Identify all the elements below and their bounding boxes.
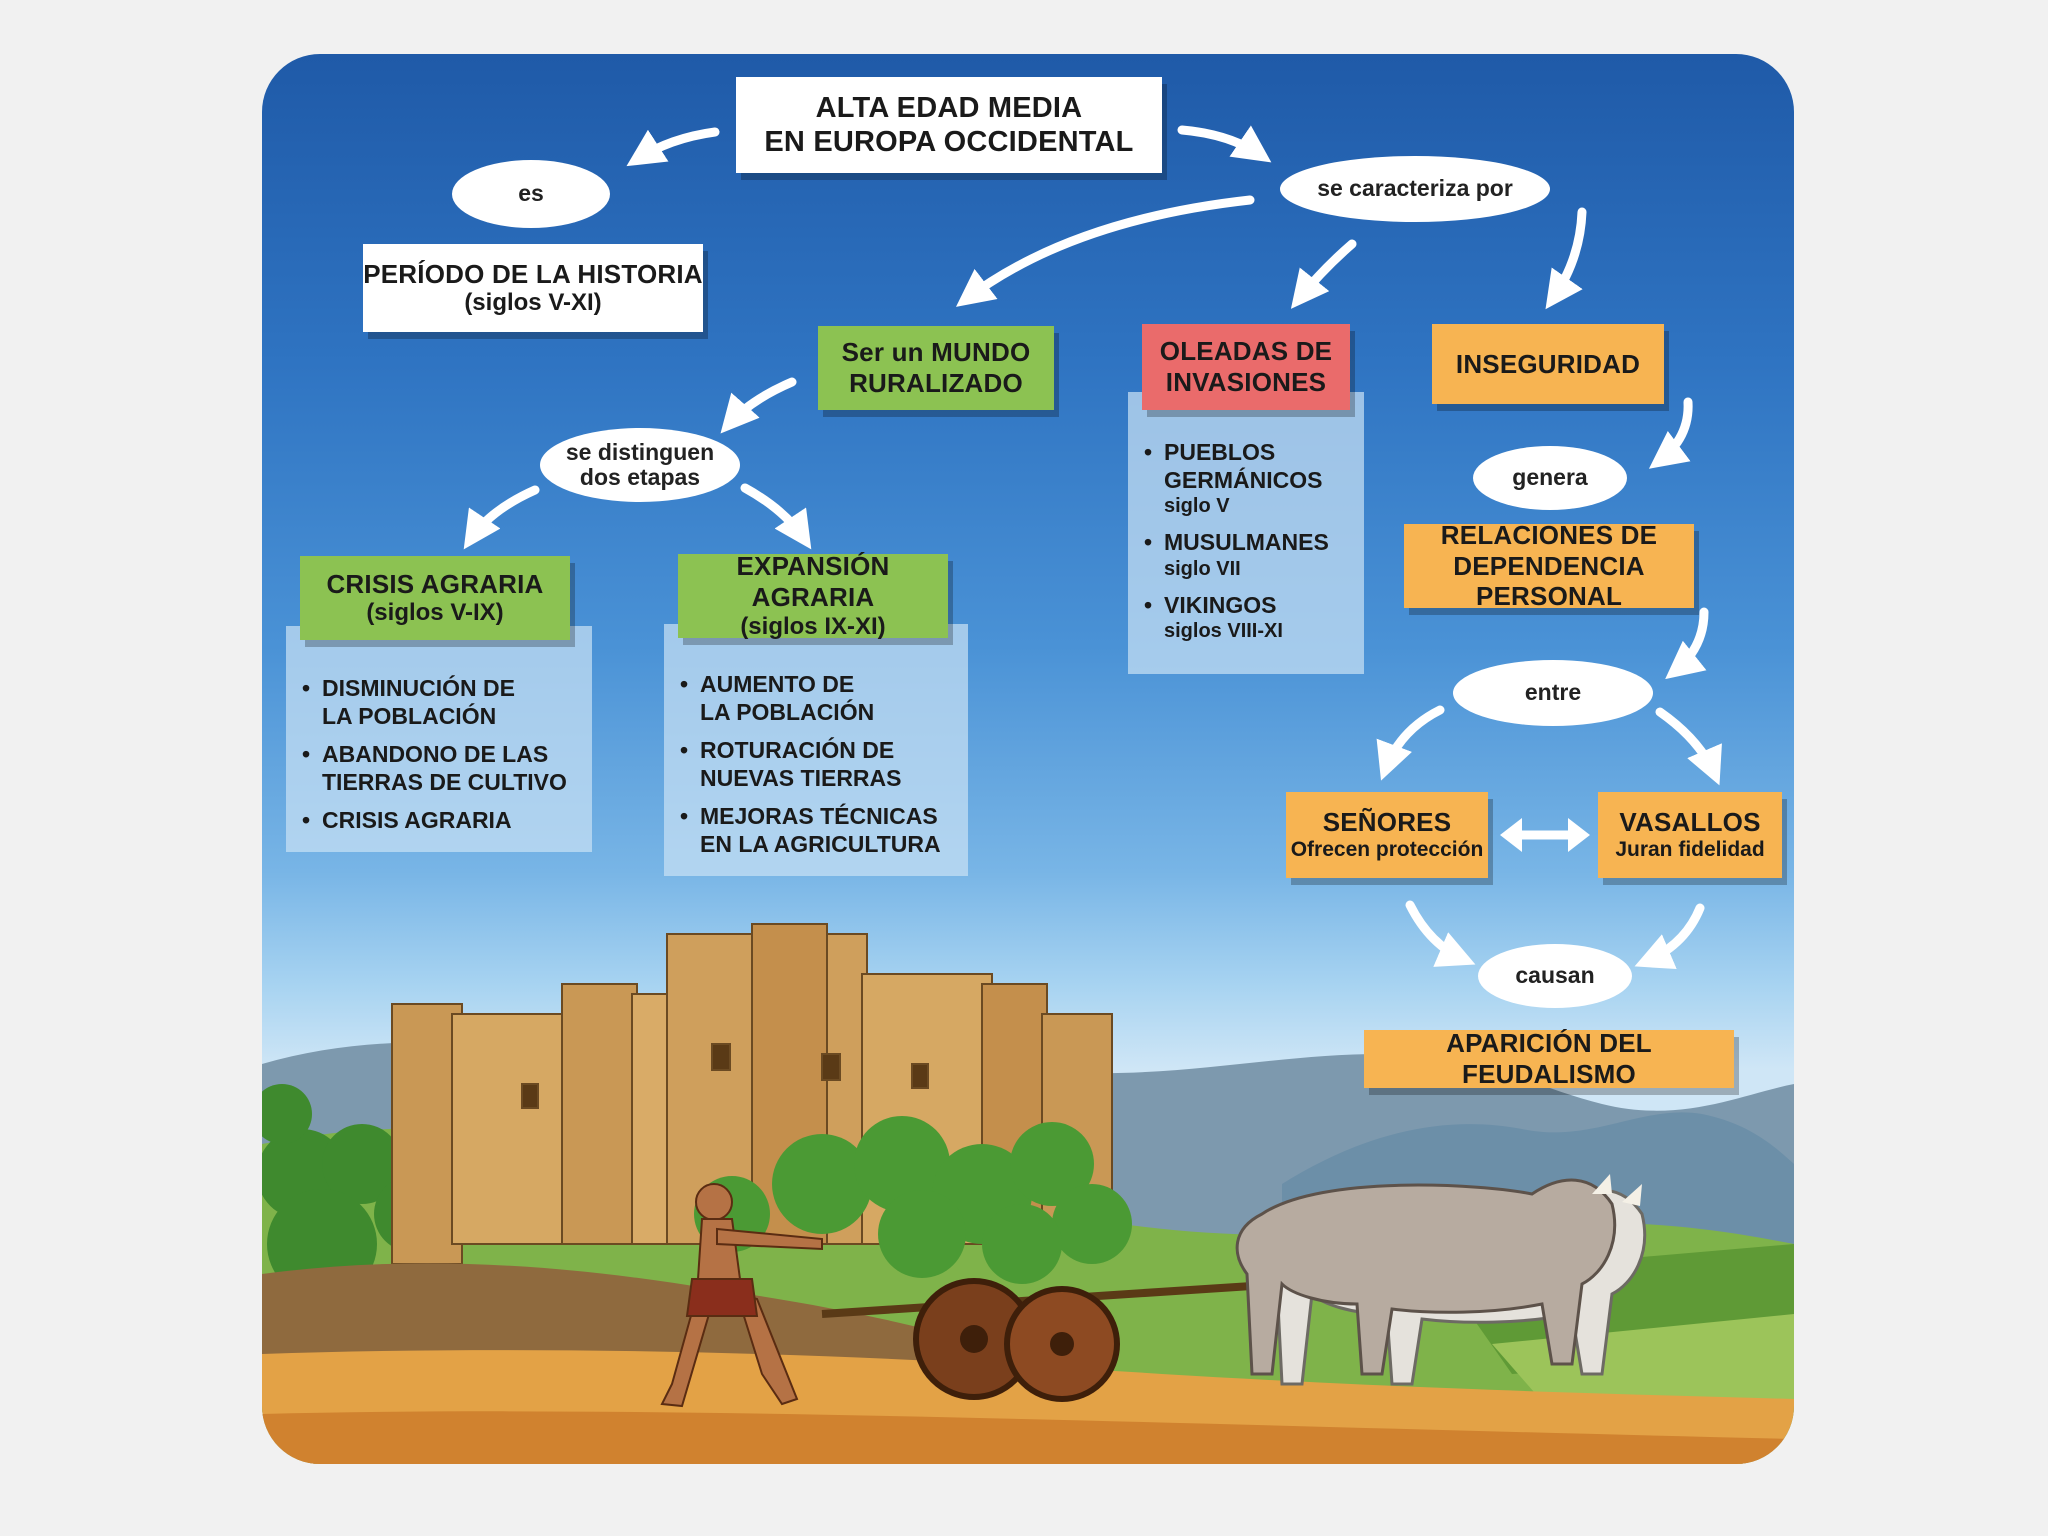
connector-genera: genera <box>1473 446 1627 510</box>
senores-line1: SEÑORES <box>1323 807 1452 838</box>
arrow-entre-to-vasallos <box>1660 712 1715 775</box>
inseguridad-box: INSEGURIDAD <box>1432 324 1664 404</box>
arrow-caracteriza-to-inseguridad <box>1552 212 1582 300</box>
mundo-ruralizado-box: Ser un MUNDO RURALIZADO <box>818 326 1054 410</box>
relaciones-box: RELACIONES DE DEPENDENCIA PERSONAL <box>1404 524 1694 608</box>
periodo-line1: PERÍODO DE LA HISTORIA <box>363 259 703 290</box>
expansion-list: AUMENTO DE LA POBLACIÓN ROTURACIÓN DE NU… <box>664 624 968 876</box>
crisis-item: CRISIS AGRARIA <box>300 806 582 834</box>
connector-causan-label: causan <box>1515 963 1594 988</box>
arrow-mundo-to-distinguen <box>728 382 792 425</box>
connector-es: es <box>452 160 610 228</box>
relaciones-line2: DEPENDENCIA PERSONAL <box>1404 551 1694 612</box>
feudalismo-label: APARICIÓN DEL FEUDALISMO <box>1364 1028 1734 1089</box>
connector-entre-label: entre <box>1525 680 1581 705</box>
oleadas-line1: OLEADAS DE <box>1160 336 1332 367</box>
crisis-agraria-box: CRISIS AGRARIA (siglos V-IX) <box>300 556 570 640</box>
oleadas-item: VIKINGOS siglos VIII-XI <box>1142 591 1354 643</box>
oleadas-item-sub: siglo VII <box>1164 557 1354 581</box>
crisis-line1: CRISIS AGRARIA <box>326 569 543 600</box>
expansion-item-line1: ROTURACIÓN DE <box>700 737 894 763</box>
connector-entre: entre <box>1453 660 1653 726</box>
senores-box: SEÑORES Ofrecen protección <box>1286 792 1488 878</box>
mundo-line2: RURALIZADO <box>849 368 1023 399</box>
oleadas-item-sub: siglo V <box>1164 494 1354 518</box>
oleadas-list: PUEBLOS GERMÁNICOS siglo V MUSULMANES si… <box>1128 392 1364 674</box>
expansion-item: ROTURACIÓN DE NUEVAS TIERRAS <box>678 736 958 792</box>
arrow-relaciones-to-entre <box>1674 612 1704 672</box>
crisis-item: ABANDONO DE LAS TIERRAS DE CULTIVO <box>300 740 582 796</box>
expansion-item-line2: NUEVAS TIERRAS <box>700 765 902 791</box>
arrow-title-to-es <box>636 132 715 160</box>
expansion-line2: (siglos IX-XI) <box>740 613 885 641</box>
oleadas-item-line1: MUSULMANES <box>1164 529 1329 555</box>
arrow-senores-to-causan <box>1410 905 1465 960</box>
oleadas-item-line1: VIKINGOS <box>1164 592 1276 618</box>
vasallos-box: VASALLOS Juran fidelidad <box>1598 792 1782 878</box>
periodo-box: PERÍODO DE LA HISTORIA (siglos V-XI) <box>363 244 703 332</box>
oleadas-item-line2: GERMÁNICOS <box>1164 467 1322 493</box>
arrow-caracteriza-to-oleadas <box>1298 244 1352 300</box>
periodo-line2: (siglos V-XI) <box>464 289 601 317</box>
connector-se-caracteriza-por: se caracteriza por <box>1280 156 1550 222</box>
inseguridad-label: INSEGURIDAD <box>1456 349 1640 380</box>
connector-distinguen-line2: dos etapas <box>580 465 700 490</box>
arrow-distinguen-to-expansion <box>745 488 805 540</box>
connector-genera-label: genera <box>1512 465 1587 490</box>
main-title-line2: EN EUROPA OCCIDENTAL <box>764 125 1133 159</box>
main-title-box: ALTA EDAD MEDIA EN EUROPA OCCIDENTAL <box>736 77 1162 173</box>
crisis-item: DISMINUCIÓN DE LA POBLACIÓN <box>300 674 582 730</box>
double-arrow-senores-vasallos <box>1500 818 1590 852</box>
senores-line2: Ofrecen protección <box>1291 838 1484 863</box>
feudalismo-box: APARICIÓN DEL FEUDALISMO <box>1364 1030 1734 1088</box>
expansion-item: MEJORAS TÉCNICAS EN LA AGRICULTURA <box>678 802 958 858</box>
vasallos-line1: VASALLOS <box>1619 807 1760 838</box>
connector-caracteriza-label: se caracteriza por <box>1317 176 1513 201</box>
oleadas-box: OLEADAS DE INVASIONES <box>1142 324 1350 410</box>
crisis-item-line2: TIERRAS DE CULTIVO <box>322 769 567 795</box>
expansion-item-line2: LA POBLACIÓN <box>700 699 874 725</box>
relaciones-line1: RELACIONES DE <box>1441 520 1657 551</box>
mundo-line1: Ser un MUNDO <box>842 337 1031 368</box>
expansion-line1: EXPANSIÓN AGRARIA <box>678 551 948 612</box>
oleadas-line2: INVASIONES <box>1166 367 1326 398</box>
crisis-line2: (siglos V-IX) <box>366 599 503 627</box>
oleadas-item-sub: siglos VIII-XI <box>1164 619 1354 643</box>
connector-es-label: es <box>518 181 544 206</box>
arrow-inseguridad-to-genera <box>1658 402 1688 462</box>
expansion-item-line1: AUMENTO DE <box>700 671 854 697</box>
arrow-vasallos-to-causan <box>1645 908 1700 962</box>
crisis-item-line1: ABANDONO DE LAS <box>322 741 548 767</box>
expansion-agraria-box: EXPANSIÓN AGRARIA (siglos IX-XI) <box>678 554 948 638</box>
oleadas-item: PUEBLOS GERMÁNICOS siglo V <box>1142 438 1354 518</box>
connector-distinguen-line1: se distinguen <box>566 440 714 465</box>
connector-se-distinguen: se distinguen dos etapas <box>540 428 740 502</box>
arrow-distinguen-to-crisis <box>470 490 535 540</box>
connector-causan: causan <box>1478 944 1632 1008</box>
crisis-item-line1: CRISIS AGRARIA <box>322 807 512 833</box>
main-title-line1: ALTA EDAD MEDIA <box>816 91 1083 125</box>
oleadas-item-line1: PUEBLOS <box>1164 439 1275 465</box>
crisis-item-line2: LA POBLACIÓN <box>322 703 496 729</box>
expansion-item: AUMENTO DE LA POBLACIÓN <box>678 670 958 726</box>
arrow-entre-to-senores <box>1385 710 1440 770</box>
arrow-title-to-caracteriza <box>1182 130 1262 156</box>
vasallos-line2: Juran fidelidad <box>1615 838 1764 863</box>
expansion-item-line2: EN LA AGRICULTURA <box>700 831 941 857</box>
crisis-item-line1: DISMINUCIÓN DE <box>322 675 515 701</box>
expansion-item-line1: MEJORAS TÉCNICAS <box>700 803 938 829</box>
arrow-caracteriza-to-mundo <box>965 200 1250 300</box>
crisis-list: DISMINUCIÓN DE LA POBLACIÓN ABANDONO DE … <box>286 626 592 852</box>
oleadas-item: MUSULMANES siglo VII <box>1142 528 1354 580</box>
